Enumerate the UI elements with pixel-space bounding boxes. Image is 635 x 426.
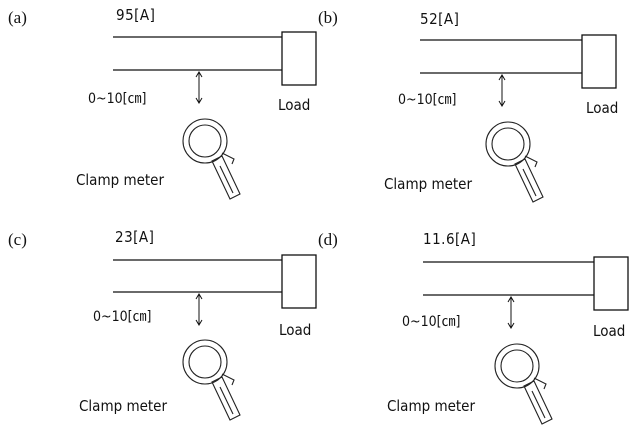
gap-arrowhead-bottom-c <box>195 319 203 326</box>
clamp-meter-trigger-c <box>221 373 235 386</box>
clamp-meter-jaw-outer-d <box>494 343 540 389</box>
meter-label-d: Clamp meter <box>387 397 476 415</box>
panel-label-d: (d) <box>318 230 338 249</box>
clamp-meter-jaw-inner-d <box>500 349 534 383</box>
clamp-meter-handle-c <box>211 376 241 421</box>
gap-arrowhead-bottom-b <box>498 100 506 107</box>
clamp-meter-trigger-a <box>221 152 235 165</box>
load-label-b: Load <box>586 99 619 117</box>
load-label-a: Load <box>278 96 311 114</box>
clamp-meter-handle-d <box>523 380 553 425</box>
distance-label-c: 0~10[㎝] <box>93 309 152 325</box>
load-box-c <box>281 254 317 309</box>
distance-label-d: 0~10[㎝] <box>402 314 461 330</box>
gap-arrowhead-top-c <box>195 293 203 300</box>
meter-label-c: Clamp meter <box>79 397 168 415</box>
panel-label-c: (c) <box>8 230 27 249</box>
distance-label-b: 0~10[㎝] <box>398 92 457 108</box>
meter-label-a: Clamp meter <box>76 171 165 189</box>
gap-arrowhead-top-b <box>498 74 506 81</box>
load-box-b <box>581 34 617 89</box>
load-box-a <box>281 31 317 86</box>
gap-arrowhead-bottom-a <box>195 97 203 104</box>
current-label-c: 23[A] <box>115 228 155 246</box>
meter-label-b: Clamp meter <box>384 175 473 193</box>
clamp-meter-jaw-inner-a <box>188 124 222 158</box>
load-label-c: Load <box>279 321 312 339</box>
load-box-d <box>593 256 629 311</box>
clamp-meter-trigger-d <box>533 377 547 390</box>
clamp-meter-handle-b <box>514 158 544 203</box>
clamp-meter-jaw-outer-b <box>485 121 531 167</box>
gap-arrowhead-top-a <box>195 71 203 78</box>
current-label-d: 11.6[A] <box>423 230 477 248</box>
gap-arrowhead-top-d <box>507 296 515 303</box>
panel-label-a: (a) <box>8 8 27 27</box>
clamp-meter-grip-line-a <box>219 165 234 194</box>
clamp-meter-jaw-inner-b <box>491 127 525 161</box>
clamp-meter-grip-line-c <box>219 386 234 415</box>
panel-label-b: (b) <box>318 8 338 27</box>
clamp-meter-trigger-b <box>524 155 538 168</box>
current-label-b: 52[A] <box>420 10 460 28</box>
clamp-meter-grip-line-b <box>522 168 537 197</box>
clamp-meter-jaw-outer-a <box>182 118 228 164</box>
clamp-meter-handle-a <box>211 155 241 200</box>
distance-label-a: 0~10[㎝] <box>88 91 147 107</box>
gap-arrowhead-bottom-d <box>507 322 515 329</box>
current-label-a: 95[A] <box>116 6 156 24</box>
load-label-d: Load <box>593 322 626 340</box>
clamp-meter-jaw-inner-c <box>188 345 222 379</box>
clamp-meter-jaw-outer-c <box>182 339 228 385</box>
clamp-meter-grip-line-d <box>531 390 546 419</box>
